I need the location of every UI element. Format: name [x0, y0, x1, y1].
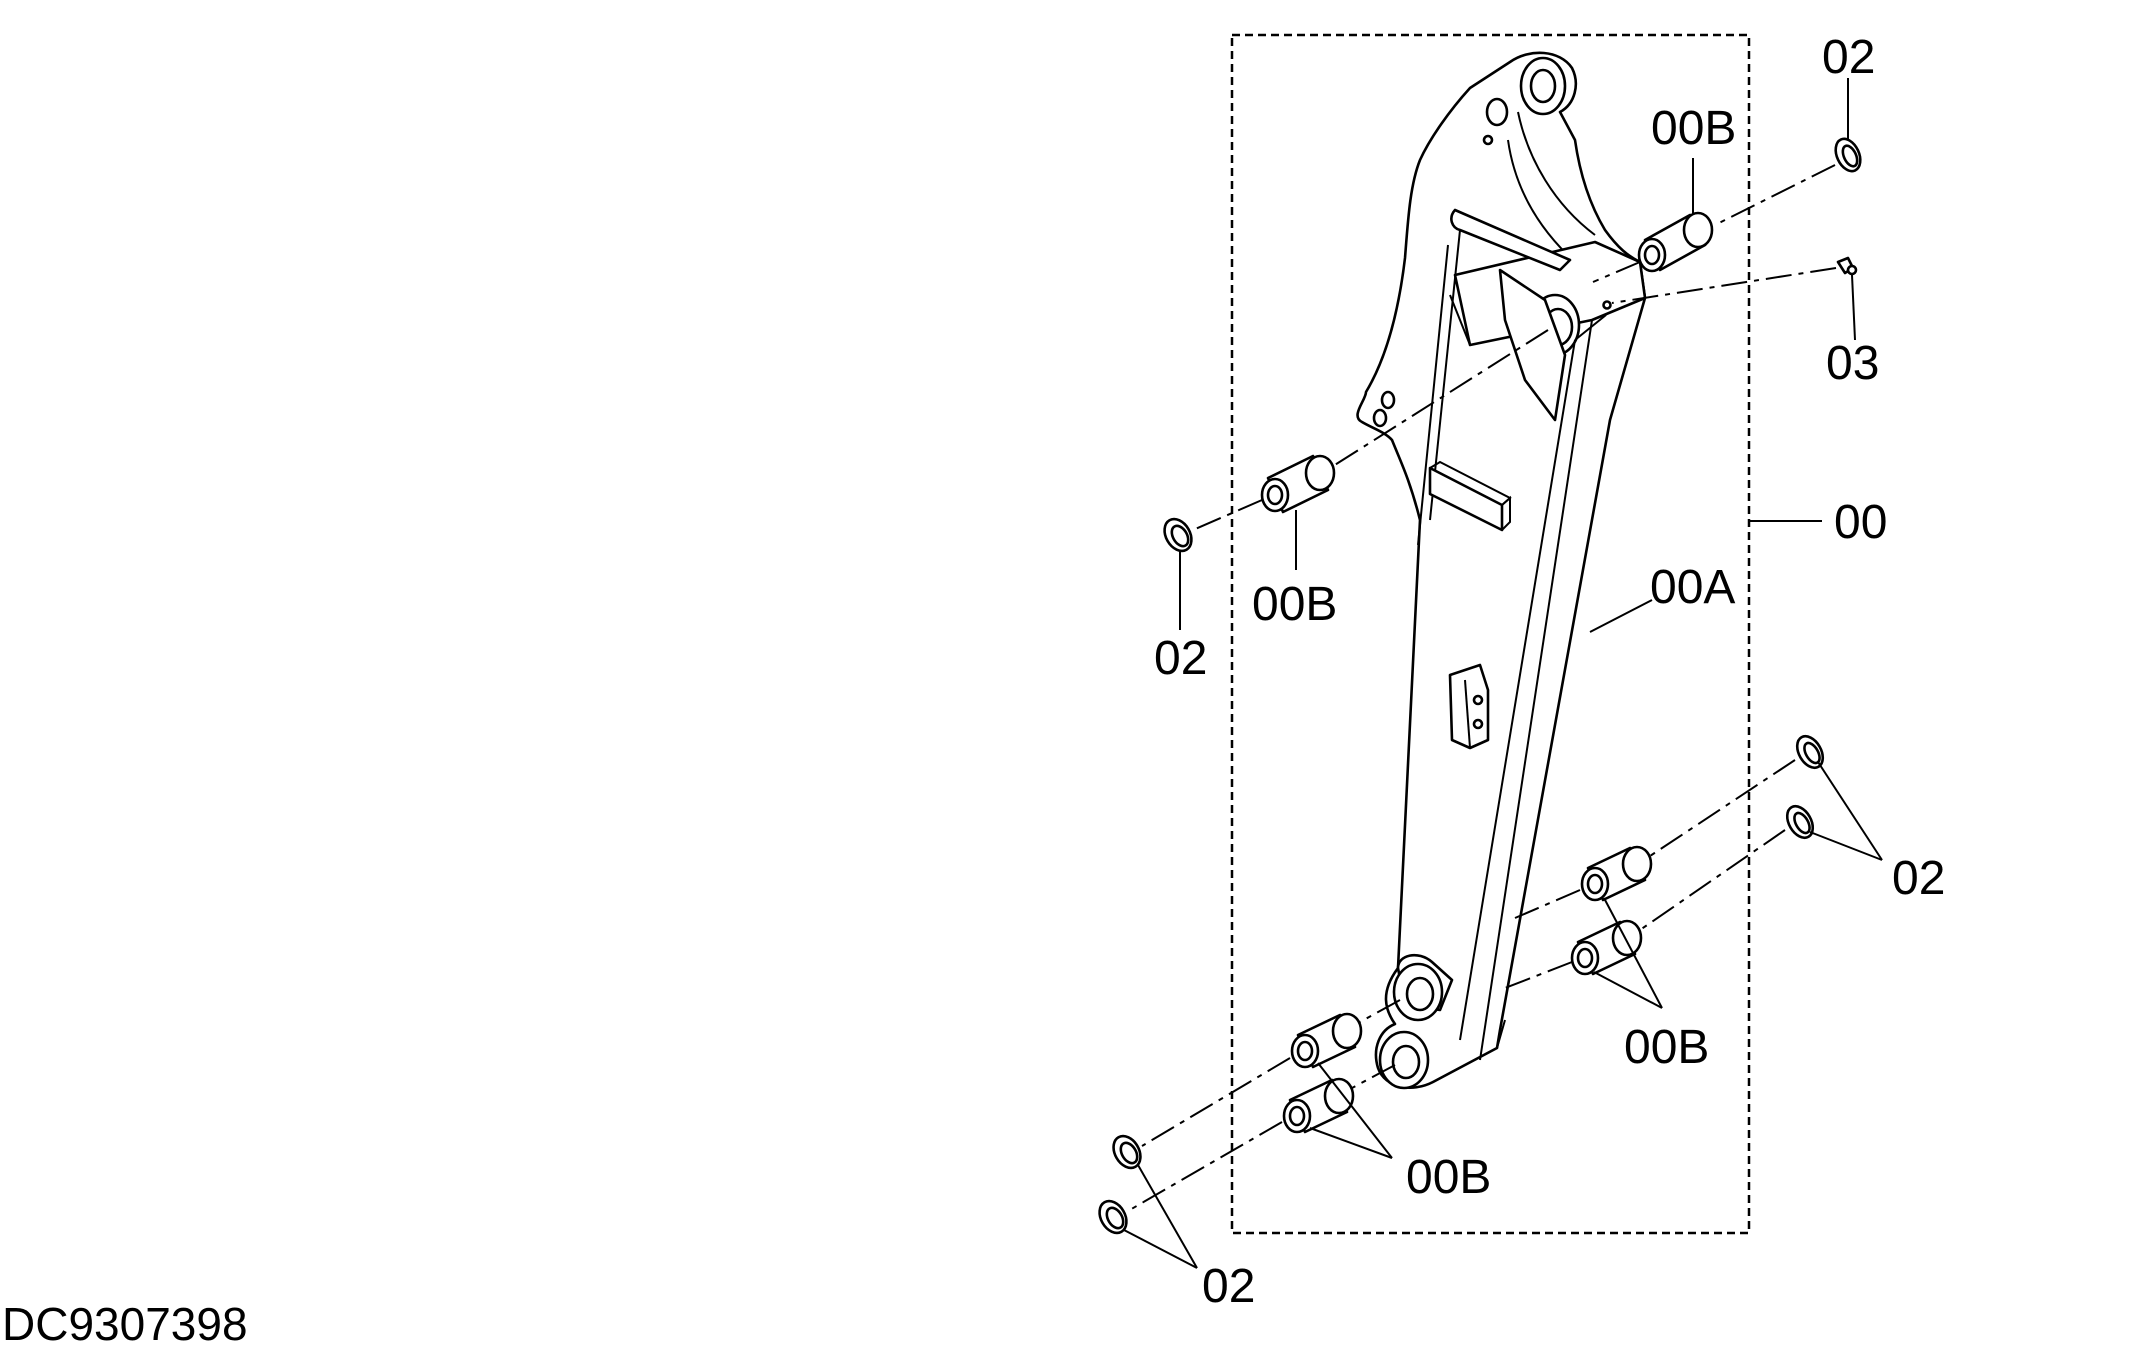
callout-seal-upper-right: 02 [1822, 31, 1875, 84]
bushing-upper-left [1260, 454, 1336, 514]
bushing-lower-right-2 [1570, 919, 1643, 976]
bushing-lower-left-2 [1282, 1077, 1355, 1134]
drawing-code: DC9307398 [2, 1298, 248, 1345]
callout-arm: 00A [1650, 561, 1735, 614]
leader-lines [1123, 78, 1883, 1269]
bushing-upper-right [1637, 211, 1714, 273]
arm-body [1356, 51, 1647, 1090]
callout-seal-lower-left: 02 [1202, 1260, 1255, 1313]
seal-upper-right [1834, 137, 1862, 173]
callout-seal-upper-left: 02 [1154, 632, 1207, 685]
callout-grease-fitting: 03 [1826, 337, 1879, 390]
callout-bushing-lower-left: 00B [1406, 1151, 1491, 1204]
assembly-centerlines [1127, 164, 1837, 1212]
bushing-lower-left-1 [1290, 1012, 1363, 1069]
callout-seal-lower-right: 02 [1892, 852, 1945, 905]
callout-bushing-lower-right: 00B [1624, 1021, 1709, 1074]
seal-lower-right-2 [1785, 804, 1815, 840]
bushing-lower-right-1 [1580, 845, 1653, 902]
grease-fitting [1836, 256, 1858, 276]
callout-bushing-upper-right: 00B [1651, 102, 1736, 155]
callout-bushing-upper-left: 00B [1252, 578, 1337, 631]
seal-lower-left-1 [1112, 1134, 1142, 1170]
seal-lower-left-2 [1098, 1199, 1128, 1235]
seal-upper-left [1163, 517, 1193, 553]
seal-lower-right-1 [1795, 734, 1825, 770]
callout-assembly: 00 [1834, 496, 1887, 549]
